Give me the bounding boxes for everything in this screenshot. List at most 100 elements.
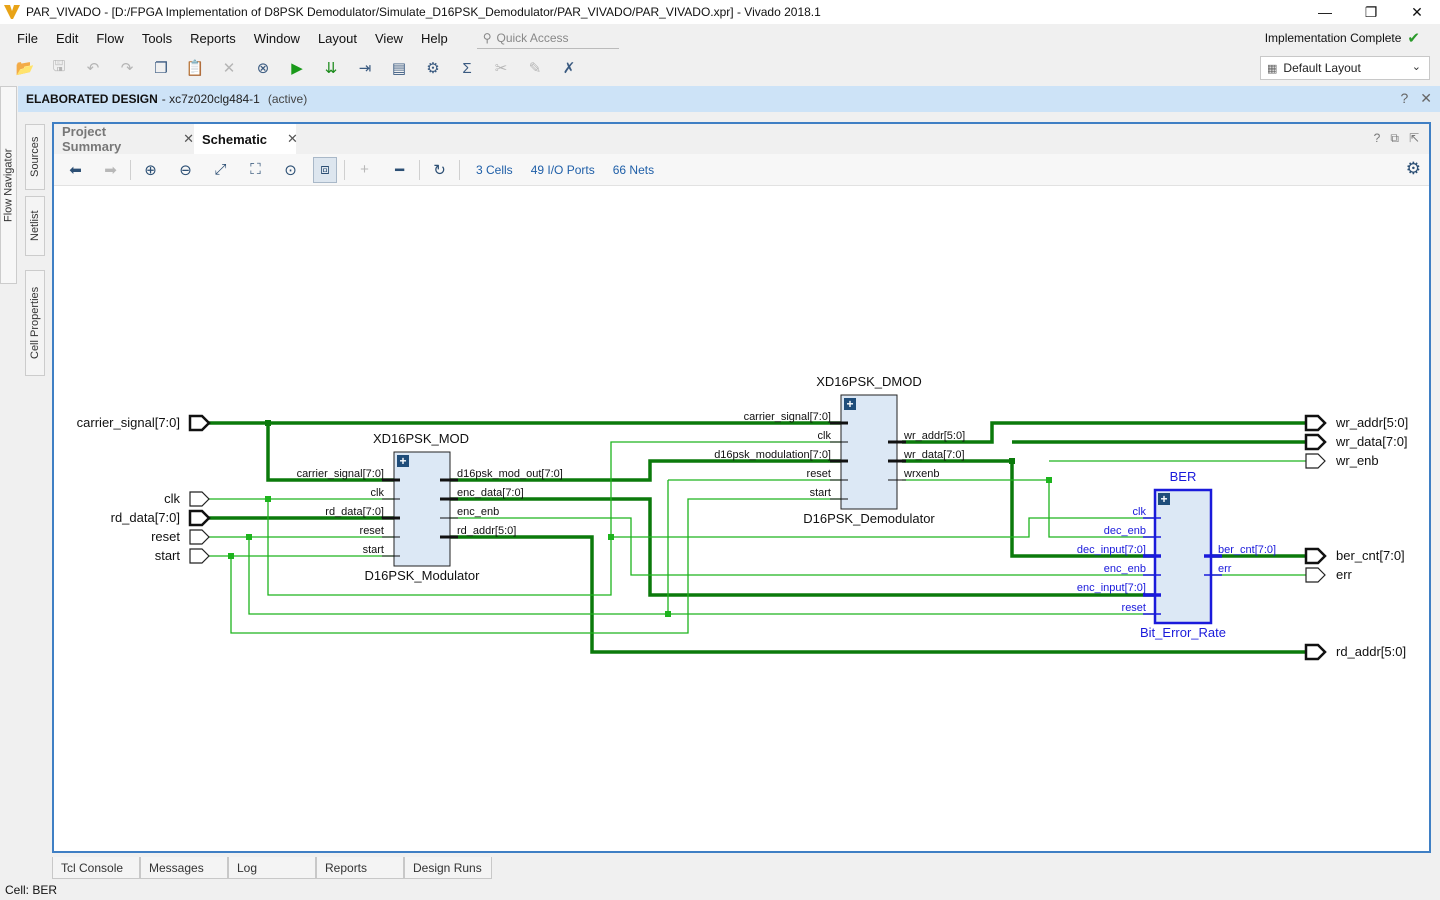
expand-icon[interactable]: + — [360, 161, 369, 178]
close-design-icon[interactable]: ✕ — [1420, 90, 1432, 106]
edit-disabled-icon[interactable]: ✎ — [528, 60, 542, 77]
save-icon[interactable]: 🖫 — [52, 57, 66, 75]
input-port-clk[interactable] — [189, 491, 210, 507]
nets-count-link[interactable]: 66 Nets — [612, 162, 655, 177]
delete-icon[interactable]: ✕ — [222, 60, 236, 77]
report-icon[interactable]: ▤ — [391, 60, 407, 77]
input-port-carrier-signal[interactable] — [188, 414, 211, 432]
undo-icon[interactable]: ↶ — [86, 60, 100, 77]
output-port-label: wr_data[7:0] — [1335, 434, 1408, 449]
toolbar-separator — [459, 159, 460, 180]
output-port-ber-cnt[interactable] — [1304, 547, 1327, 565]
tab-design-runs[interactable]: Design Runs — [404, 857, 492, 879]
cells-count-link[interactable]: 3 Cells — [476, 162, 513, 177]
close-icon[interactable]: ✕ — [183, 131, 194, 146]
close-window-button[interactable]: ✕ — [1411, 3, 1423, 20]
input-port-start[interactable] — [189, 548, 210, 564]
menu-window[interactable]: Window — [253, 30, 300, 46]
sigma-icon[interactable]: Σ — [462, 59, 472, 77]
forward-icon[interactable]: ➡ — [104, 161, 117, 179]
output-port-rd-addr[interactable] — [1304, 643, 1327, 661]
sources-tab[interactable]: Sources — [25, 124, 45, 190]
paste-icon[interactable]: 📋 — [185, 60, 205, 77]
maximize-button[interactable]: ❐ — [1364, 3, 1378, 20]
input-port-label: start — [155, 548, 181, 563]
gear-icon[interactable]: ⚙ — [1405, 159, 1421, 178]
zoom-fit-icon[interactable]: ⤢ — [214, 161, 227, 178]
pin-label: clk — [371, 487, 385, 499]
close-icon[interactable]: ✕ — [287, 131, 298, 146]
find-icon[interactable]: ⊗ — [256, 60, 270, 77]
cell-properties-tab[interactable]: Cell Properties — [25, 270, 45, 376]
ports-count-link[interactable]: 49 I/O Ports — [530, 162, 595, 177]
run-icon[interactable]: ▶ — [291, 60, 303, 77]
menu-view[interactable]: View — [375, 30, 403, 46]
menu-tools[interactable]: Tools — [141, 30, 173, 46]
menu-layout[interactable]: Layout — [317, 30, 357, 46]
menu-help[interactable]: Help — [420, 30, 448, 46]
copy-icon[interactable]: ❐ — [154, 60, 168, 77]
zoom-area-icon[interactable]: ⛶ — [250, 161, 261, 178]
tab-project-summary[interactable]: Project Summary ✕ — [54, 124, 194, 154]
chevron-down-icon: ⌄ — [1411, 61, 1421, 73]
back-icon[interactable]: ⬅ — [69, 161, 82, 179]
step-icon[interactable]: ⇥ — [358, 60, 372, 77]
cell-instance-name: XD16PSK_MOD — [373, 431, 469, 446]
svg-text:+: + — [399, 454, 406, 468]
output-port-label: rd_addr[5:0] — [1336, 644, 1406, 659]
menu-flow[interactable]: Flow — [96, 30, 124, 46]
input-port-reset[interactable] — [189, 529, 210, 545]
tab-project-summary-label: Project Summary — [62, 124, 122, 154]
input-port-rd-data[interactable] — [188, 509, 211, 527]
output-port-wr-addr[interactable] — [1304, 414, 1327, 432]
expand-cell-icon[interactable] — [1158, 493, 1170, 505]
svg-text:+: + — [846, 397, 853, 411]
pin-label: reset — [807, 468, 831, 480]
program-device-icon[interactable]: ⇊ — [324, 60, 338, 77]
redo-icon[interactable]: ↷ — [120, 60, 134, 77]
zoom-in-icon[interactable]: ⊕ — [144, 161, 157, 179]
output-port-wr-data[interactable] — [1304, 433, 1327, 451]
cell-demodulator[interactable]: XD16PSK_DMOD + carrier_signal[7:0] clk d… — [714, 374, 965, 526]
maximize-icon[interactable]: ⇱ — [1408, 131, 1419, 145]
menu-bar: File Edit Flow Tools Reports Window Layo… — [0, 24, 1440, 52]
layout-select[interactable]: ▦ Default Layout ⌄ — [1260, 56, 1430, 80]
layout-grid-icon: ▦ — [1267, 62, 1278, 75]
routing-toggle-icon[interactable]: ⧈ — [313, 156, 337, 183]
status-text: Implementation Complete — [1264, 31, 1402, 45]
output-port-wr-enb[interactable] — [1305, 453, 1326, 469]
netlist-tab[interactable]: Netlist — [25, 196, 45, 256]
flow-navigator-tab[interactable]: Flow Navigator — [0, 86, 17, 284]
schematic-canvas[interactable]: carrier_signal[7:0] clk rd_data[7:0] res… — [54, 186, 1429, 851]
expand-cell-icon[interactable] — [844, 398, 856, 410]
tab-tcl-console[interactable]: Tcl Console — [52, 857, 140, 879]
cell-type-name: D16PSK_Modulator — [365, 568, 481, 583]
output-port-label: err — [1336, 567, 1353, 582]
tab-messages[interactable]: Messages — [140, 857, 228, 879]
cell-ber[interactable]: BER + clk dec_enb dec_input[7:0] enc_enb… — [1077, 469, 1276, 640]
open-project-icon[interactable]: 📂 — [15, 60, 35, 77]
help-icon[interactable]: ? — [1400, 90, 1409, 106]
tab-log[interactable]: Log — [228, 857, 316, 879]
collapse-icon[interactable]: ━ — [394, 161, 405, 179]
minimize-button[interactable]: — — [1318, 4, 1332, 20]
quick-access-input[interactable]: ⚲ Quick Access — [476, 27, 619, 49]
tab-schematic[interactable]: Schematic ✕ — [194, 124, 298, 154]
settings-icon[interactable]: ⚙ — [426, 60, 440, 77]
tab-reports[interactable]: Reports — [316, 857, 404, 879]
menu-edit[interactable]: Edit — [55, 30, 79, 46]
cell-modulator[interactable]: XD16PSK_MOD + carrier_signal[7:0] clk rd… — [297, 431, 563, 583]
menu-file[interactable]: File — [17, 30, 38, 46]
output-port-err[interactable] — [1305, 567, 1326, 583]
help-icon[interactable]: ? — [1373, 131, 1381, 145]
refresh-icon[interactable]: ↻ — [433, 161, 446, 179]
center-icon[interactable]: ⊙ — [284, 161, 297, 179]
pin-label: enc_enb — [1104, 563, 1146, 575]
menu-reports[interactable]: Reports — [190, 30, 236, 46]
schematic-toolbar: ⬅ ➡ ⊕ ⊖ ⤢ ⛶ ⊙ ⧈ + ━ ↻ 3 Cells 49 I/O Por… — [54, 154, 1429, 186]
cross-probe-icon[interactable]: ✗ — [562, 60, 576, 77]
expand-cell-icon[interactable] — [397, 455, 409, 467]
restore-icon[interactable]: ⧉ — [1390, 131, 1399, 145]
tools-disabled-icon[interactable]: ✂ — [494, 60, 508, 77]
zoom-out-icon[interactable]: ⊖ — [179, 161, 192, 179]
